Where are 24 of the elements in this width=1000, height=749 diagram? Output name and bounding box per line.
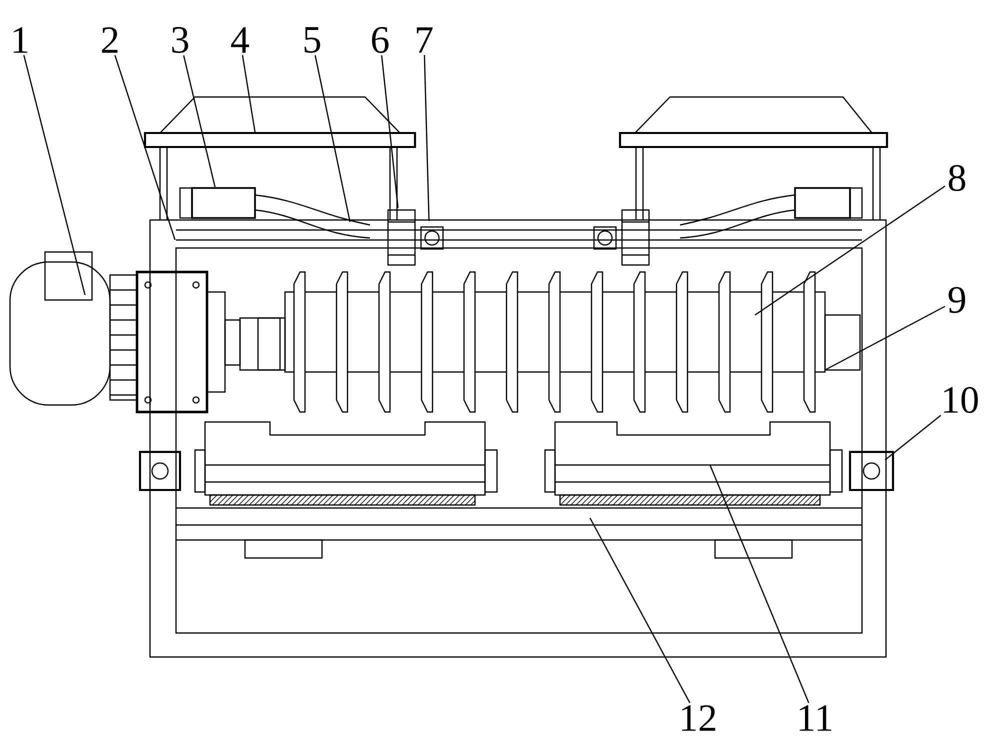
callout-number: 10 xyxy=(944,386,978,414)
callout-number: 1 xyxy=(14,27,28,53)
callout-number: 6 xyxy=(372,27,389,53)
leader-line xyxy=(884,414,942,460)
callout-number: 11 xyxy=(800,705,832,731)
leader-line xyxy=(589,518,690,704)
callout-number: 7 xyxy=(416,27,433,53)
callout-number: 4 xyxy=(231,27,250,53)
callout-number: 2 xyxy=(102,27,118,53)
leader-line xyxy=(709,464,810,704)
leader-line xyxy=(381,55,399,208)
leader-line xyxy=(114,54,176,240)
callout-number: 3 xyxy=(172,27,188,53)
callout-number: 5 xyxy=(304,27,320,53)
leader-line xyxy=(824,306,946,371)
callout-number: 12 xyxy=(682,705,716,731)
leader-line xyxy=(314,55,351,222)
leader-line xyxy=(183,55,216,188)
callout-number: 8 xyxy=(948,164,966,192)
leader-line xyxy=(424,55,430,221)
leader-line xyxy=(754,186,946,316)
leader-line xyxy=(23,54,86,296)
leader-line xyxy=(242,54,256,132)
callout-number: 9 xyxy=(948,287,966,313)
